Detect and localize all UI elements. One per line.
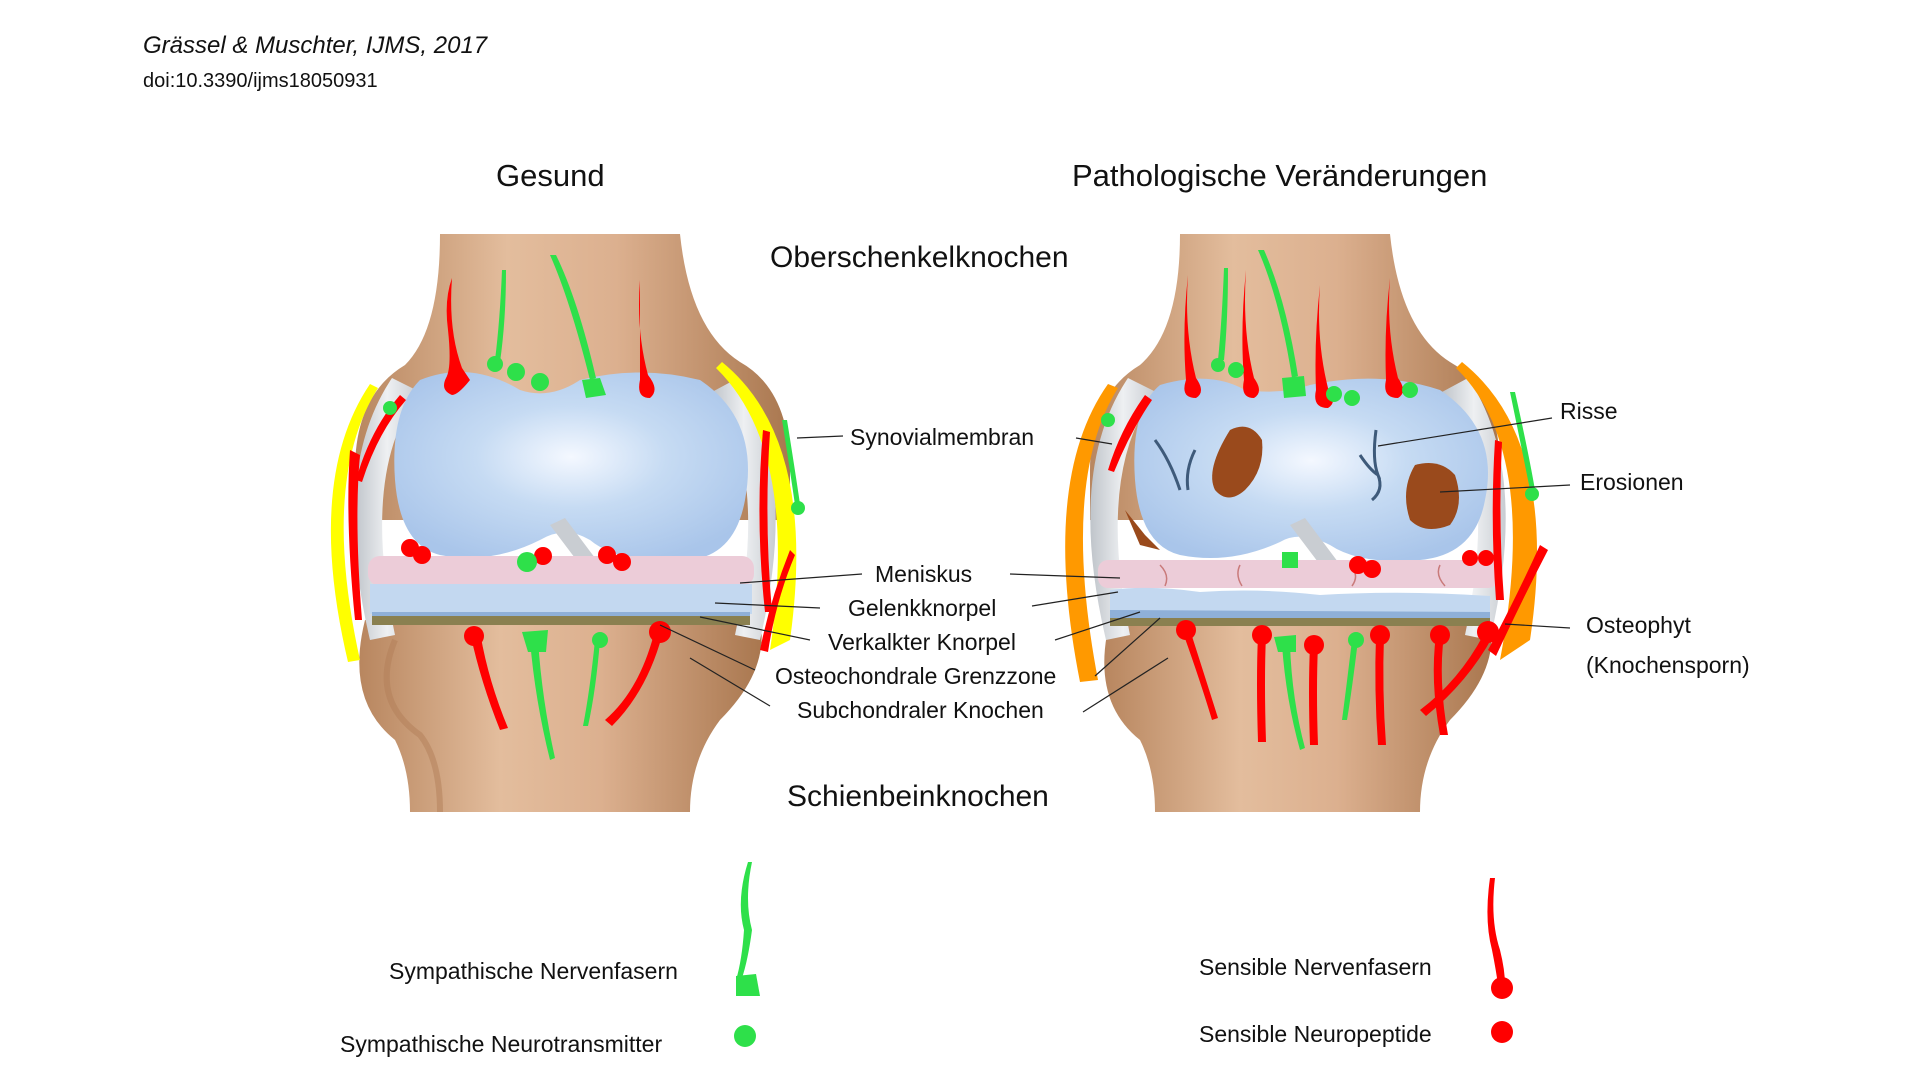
pathological-panel-title: Pathologische Veränderungen [1072, 158, 1488, 193]
legend-sympathetic-fibers: Sympathische Nervenfasern [389, 958, 678, 984]
label-subchondral-bone: Subchondraler Knochen [797, 697, 1044, 723]
label-calcified-cartilage: Verkalkter Knorpel [828, 629, 1016, 655]
leader-lines [659, 417, 1571, 713]
doi-reference: doi:10.3390/ijms18050931 [143, 70, 378, 92]
tibia-label: Schienbeinknochen [787, 780, 1049, 813]
femur-label: Oberschenkelknochen [770, 241, 1069, 274]
citation: Grässel & Muschter, IJMS, 2017 [143, 32, 488, 59]
label-osteophyte: Osteophyt [1586, 612, 1691, 638]
label-osteochondral-junction: Osteochondrale Grenzzone [775, 663, 1057, 689]
legend-symbols [734, 862, 1513, 1047]
legend-sensory-fibers: Sensible Nervenfasern [1199, 954, 1432, 980]
label-osteophyte-subtitle: (Knochensporn) [1586, 652, 1750, 678]
legend-sensory-peptides: Sensible Neuropeptide [1199, 1021, 1432, 1047]
label-erosions: Erosionen [1580, 469, 1684, 495]
healthy-panel-title: Gesund [496, 158, 605, 193]
pathological-knee [1065, 234, 1548, 812]
label-articular-cartilage: Gelenkknorpel [848, 595, 997, 621]
legend-sympathetic-transmitters: Sympathische Neurotransmitter [340, 1031, 663, 1057]
label-cracks: Risse [1560, 398, 1618, 424]
label-meniscus: Meniskus [875, 561, 973, 587]
healthy-knee [330, 234, 805, 813]
label-synovial-membrane: Synovialmembran [850, 424, 1035, 450]
